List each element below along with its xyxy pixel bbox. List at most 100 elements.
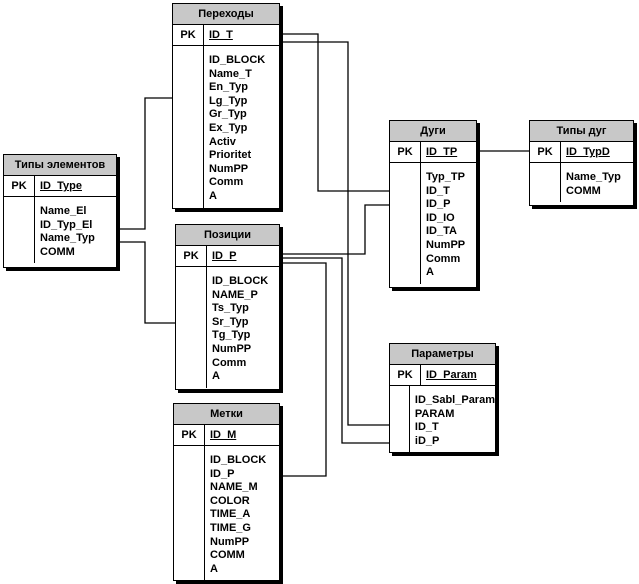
field-item: Name_T: [209, 67, 252, 80]
pk-field: ID_M: [210, 429, 237, 441]
field-item: A: [212, 370, 220, 383]
entity-title: Переходы: [173, 4, 279, 25]
field-item: Ts_Typ: [212, 302, 249, 315]
pk-label: PK: [390, 365, 421, 385]
field-item: TIME_G: [210, 521, 251, 534]
field-item: ID_TA: [426, 225, 457, 238]
field-item: iD_P: [414, 434, 440, 447]
field-item: COLOR: [210, 494, 250, 507]
pk-label: PK: [174, 425, 205, 445]
pk-field: ID_P: [212, 250, 237, 262]
field-item: COMM: [566, 184, 601, 197]
field-item: ID_Sabl_Param: [414, 394, 495, 406]
pk-row: PK ID_M: [174, 425, 279, 446]
field-item: COMM: [210, 549, 245, 562]
field-item: Prioritet: [209, 149, 252, 162]
field-item: NAME_P: [212, 288, 258, 301]
field-item: A: [209, 189, 217, 202]
field-item: ID_BLOCK: [212, 275, 269, 287]
field-item: ID_T: [426, 184, 450, 197]
pk-field: ID_Type: [40, 180, 82, 192]
pk-field: ID_T: [209, 29, 233, 41]
pk-row: PK ID_Param: [390, 365, 495, 386]
pk-row: PK ID_P: [176, 246, 279, 267]
entity-title: Типы элементов: [4, 155, 116, 176]
field-item: Comm: [209, 176, 244, 189]
pk-field: ID_TypD: [566, 146, 610, 158]
field-item: ID_P: [426, 198, 451, 211]
field-item: En_Typ: [209, 81, 248, 94]
field-item: Lg_Typ: [209, 94, 248, 107]
entity-title: Позиции: [176, 225, 279, 246]
link-tipy-elementov-perehody: [117, 97, 172, 230]
pk-field: ID_TP: [426, 146, 458, 158]
pk-row: PK ID_Type: [4, 176, 116, 197]
field-item: ID_T: [414, 421, 439, 434]
field-item: Typ_TP: [426, 171, 465, 183]
entity-title: Метки: [174, 404, 279, 425]
pk-label: PK: [176, 246, 207, 266]
field-item: Sr_Typ: [212, 315, 249, 328]
pk-label: PK: [4, 176, 35, 196]
field-item: NumPP: [426, 238, 466, 251]
link-perehody-dugi: [280, 33, 389, 192]
pk-label: PK: [530, 142, 561, 162]
field-item: Tg_Typ: [212, 329, 251, 342]
link-tipy-elementov-pozicii: [117, 241, 175, 324]
field-item: ID_BLOCK: [209, 54, 266, 66]
field-item: ID_BLOCK: [210, 454, 267, 466]
field-item: NumPP: [210, 535, 250, 548]
field-item: NAME_M: [210, 481, 258, 494]
field-item: Comm: [212, 356, 247, 369]
entity-title: Дуги: [390, 121, 476, 142]
entity-title: Типы дуг: [530, 121, 633, 142]
field-item: Ex_Typ: [209, 121, 248, 134]
field-item: NumPP: [209, 162, 249, 175]
field-item: Name_Typ: [566, 171, 621, 183]
pk-field: ID_Param: [426, 369, 477, 381]
link-pozicii-metki: [280, 262, 327, 477]
field-item: Comm: [426, 252, 461, 265]
field-item: A: [426, 266, 434, 279]
field-item: COMM: [40, 245, 75, 258]
field-item: ID_Typ_El: [40, 218, 93, 231]
field-item: Name_Typ: [40, 232, 95, 245]
link-pozicii-parametry: [280, 257, 389, 444]
field-item: Gr_Typ: [209, 108, 247, 121]
link-perehody-parametry: [280, 41, 389, 426]
field-item: NumPP: [212, 342, 252, 355]
link-pozicii-dugi: [280, 204, 389, 255]
field-item: PARAM: [414, 407, 455, 420]
field-item: A: [210, 562, 218, 575]
field-item: Activ: [209, 135, 236, 148]
pk-label: PK: [173, 25, 204, 45]
pk-row: PK ID_TP: [390, 142, 476, 163]
field-item: TIME_A: [210, 508, 251, 521]
pk-label: PK: [390, 142, 421, 162]
field-item: Name_El: [40, 205, 87, 217]
field-item: ID_IO: [426, 211, 455, 224]
entity-title: Параметры: [390, 344, 495, 365]
